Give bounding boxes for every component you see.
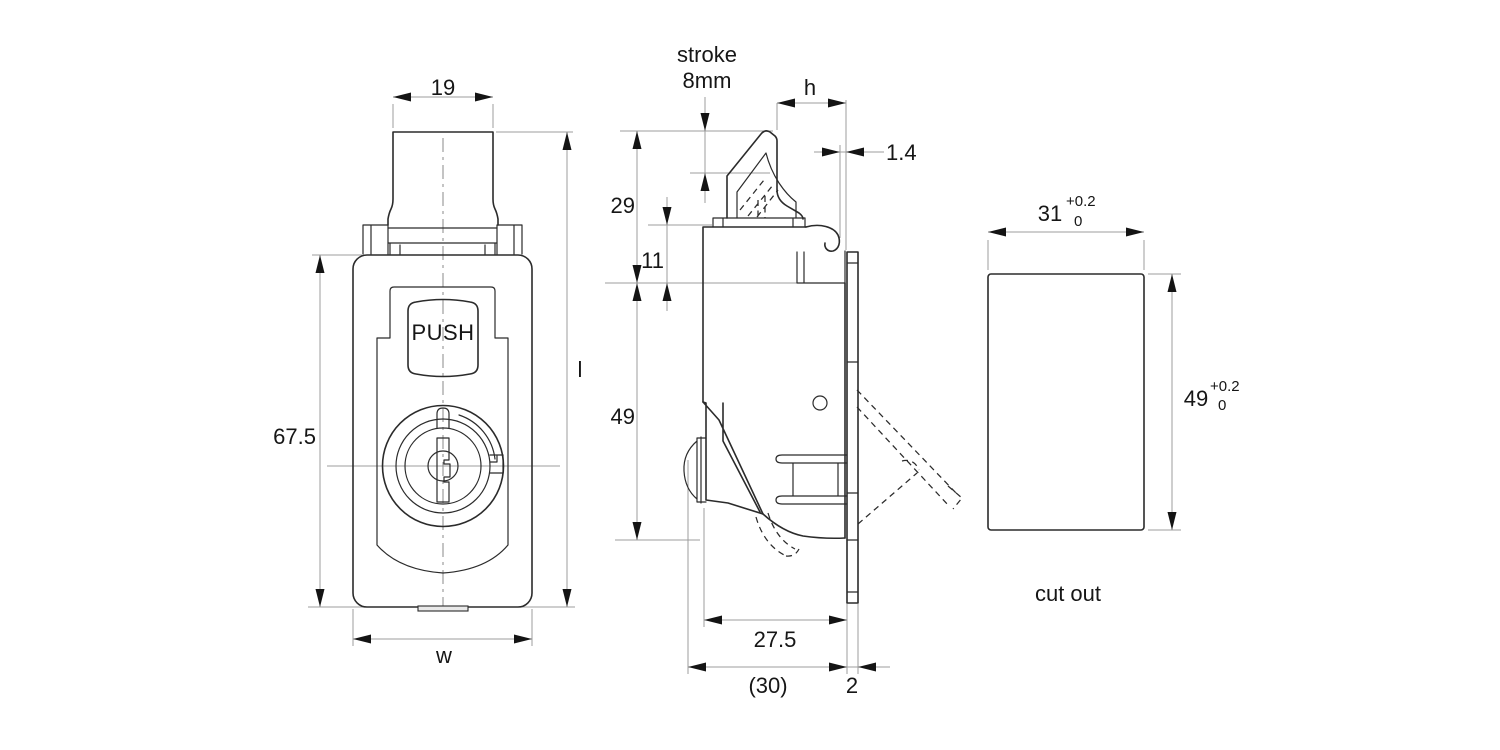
front-push-button: PUSH (407, 298, 479, 378)
side-button-hidden-lines (739, 179, 779, 218)
stroke-label-line2: 8mm (683, 68, 732, 93)
stroke-label-line1: stroke (677, 42, 737, 67)
cutout-height-label: 49 (1184, 386, 1208, 411)
front-view: PUSH 19 67.5 l w (273, 75, 582, 668)
side-hole (812, 395, 828, 411)
push-label: PUSH (411, 320, 474, 345)
dim-11-label: 11 (641, 248, 664, 273)
cylinder-top-tab (436, 407, 450, 429)
side-arrowheads (632, 98, 876, 672)
dim-h-label: h (804, 75, 816, 100)
dim-total-length-label: l (578, 357, 583, 382)
side-latch-swing-dashed (755, 389, 963, 557)
cutout-view: 31 +0.2 0 49 +0.2 0 cut out (987, 193, 1240, 606)
dim-27-5-label: 27.5 (754, 627, 797, 652)
cutout-width-tolerance-upper: +0.2 (1066, 193, 1096, 210)
cutout-rectangle (987, 273, 1145, 531)
front-bottom-tab (417, 605, 469, 612)
cutout-height-tolerance-upper: +0.2 (1210, 378, 1240, 395)
side-body (683, 224, 848, 540)
front-mounting-collar (362, 224, 523, 255)
front-arrowheads (315, 92, 572, 644)
front-face-plate (376, 286, 509, 574)
cutout-dimension-lines (987, 231, 1181, 531)
dim-1-4-label: 1.4 (886, 140, 917, 165)
cutout-width-label: 31 (1038, 201, 1062, 226)
side-view: stroke 8mm 29 11 49 h 1.4 27.5 (30) 2 (605, 42, 963, 698)
dim-knob-width-label: 19 (431, 75, 455, 100)
cutout-width-tolerance-lower: 0 (1074, 213, 1082, 230)
dim-30-label: (30) (748, 673, 787, 698)
side-push-rod-dome (683, 436, 707, 504)
cylinder-side-tab (489, 454, 504, 474)
dim-49-label: 49 (611, 404, 635, 429)
front-dimension-lines (308, 96, 575, 646)
front-key-cylinder (381, 404, 505, 528)
cutout-arrowheads (988, 227, 1177, 530)
dim-body-width-label: w (435, 643, 452, 668)
keyhole-slot (436, 437, 451, 503)
side-bottom-curve (762, 513, 846, 540)
cutout-caption: cut out (1035, 581, 1101, 606)
side-hook (805, 224, 841, 252)
dim-body-height-label: 67.5 (273, 424, 316, 449)
cylinder-rotation-arc (458, 414, 496, 460)
front-knob (387, 131, 499, 226)
side-mounting-plate (846, 251, 859, 604)
side-strike-bracket (775, 454, 848, 505)
side-button (712, 130, 806, 228)
dim-29-label: 29 (611, 193, 635, 218)
cutout-height-tolerance-lower: 0 (1218, 397, 1226, 414)
dim-2-label: 2 (846, 673, 858, 698)
front-body (352, 254, 533, 612)
